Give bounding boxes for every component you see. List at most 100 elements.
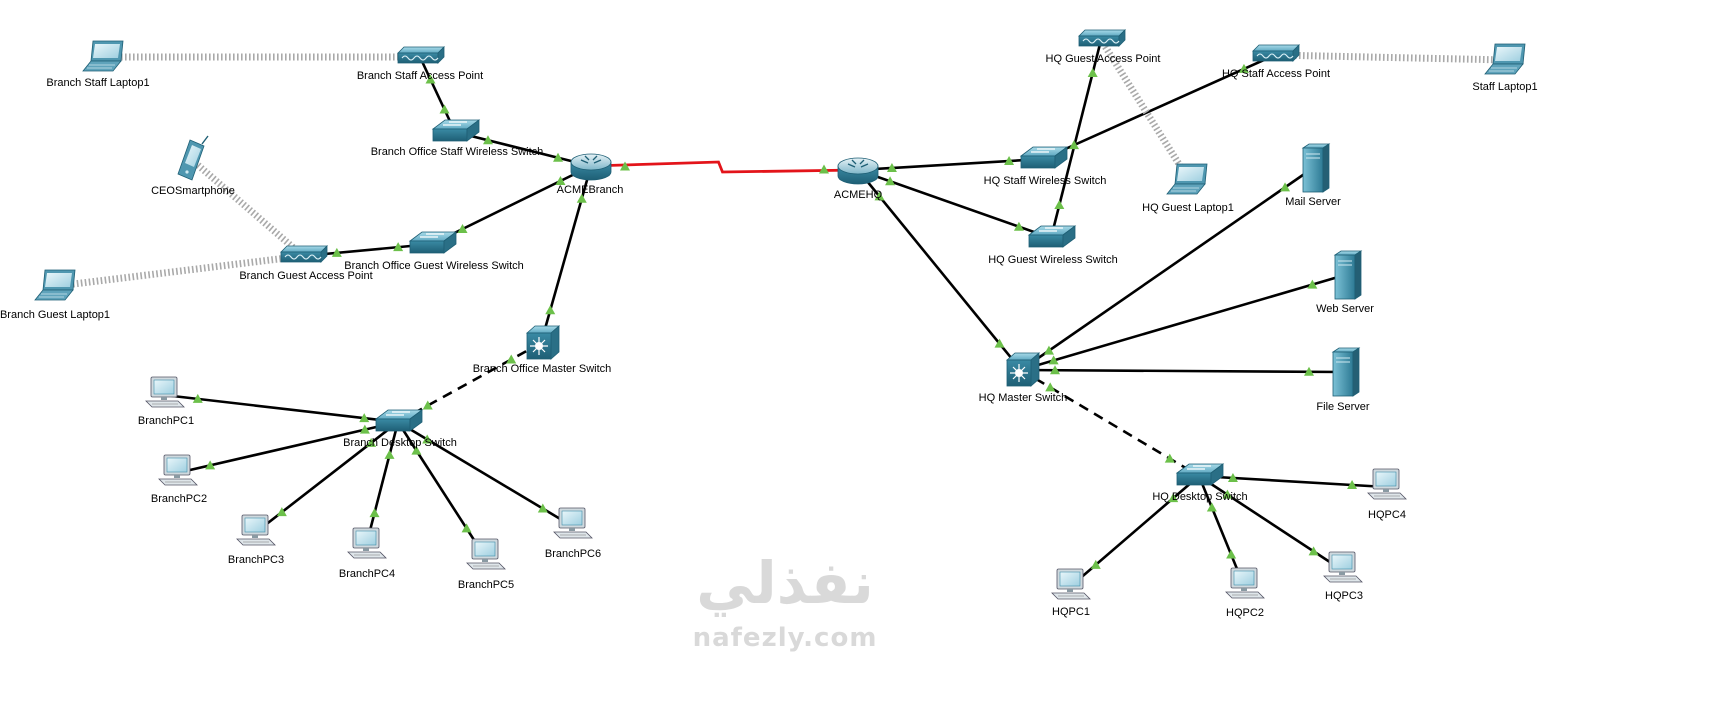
pc-icon[interactable] xyxy=(1367,468,1407,500)
link-branch-guest-wsw-to-acme-branch[interactable] xyxy=(431,164,592,246)
device-branch-guest-ap[interactable]: Branch Guest Access Point xyxy=(239,245,373,282)
laptop-icon[interactable] xyxy=(34,269,76,301)
device-file-server[interactable]: File Server xyxy=(1316,347,1370,413)
pc-icon[interactable] xyxy=(1225,567,1265,599)
link-hq-master-sw-to-mail-server-end-status-icon xyxy=(1280,182,1291,192)
device-hqpc1[interactable]: HQPC1 xyxy=(1051,568,1091,618)
access-point-icon[interactable] xyxy=(1252,44,1300,62)
link-hq-master-sw-to-file-server[interactable] xyxy=(1020,368,1344,374)
link-acme-branch-to-acme-hq-end-status-icon xyxy=(819,164,830,174)
device-branch-staff-ap[interactable]: Branch Staff Access Point xyxy=(357,46,483,82)
device-label: HQ Master Switch xyxy=(979,392,1068,404)
server-icon[interactable] xyxy=(1332,347,1360,397)
link-branch-guest-laptop1-to-branch-guest-ap[interactable] xyxy=(56,252,304,290)
link-hq-staff-ap-to-staff-laptop1[interactable] xyxy=(1274,51,1508,64)
pc-icon[interactable] xyxy=(466,538,506,570)
device-label: HQPC2 xyxy=(1226,607,1264,619)
link-hq-master-sw-to-web-server-start-status-icon xyxy=(1048,355,1059,365)
server-icon[interactable] xyxy=(1334,250,1362,300)
switch-icon[interactable] xyxy=(375,409,423,432)
pc-icon[interactable] xyxy=(347,527,387,559)
link-branch-staff-wsw-to-acme-branch[interactable] xyxy=(454,130,592,168)
device-label: HQ Desktop Switch xyxy=(1152,491,1247,503)
link-branch-desktop-sw-to-branchpc5[interactable] xyxy=(396,421,487,558)
device-acme-hq[interactable]: ACMEHQ xyxy=(834,157,883,201)
device-branchpc5[interactable]: BranchPC5 xyxy=(458,538,514,591)
switch-icon[interactable] xyxy=(1028,225,1076,248)
device-branchpc6[interactable]: BranchPC6 xyxy=(545,507,601,560)
switch-icon[interactable] xyxy=(1020,146,1068,169)
switch-icon[interactable] xyxy=(432,119,480,142)
device-branch-guest-wsw[interactable]: Branch Office Guest Wireless Switch xyxy=(344,231,524,272)
device-branchpc2[interactable]: BranchPC2 xyxy=(151,454,207,505)
pc-icon[interactable] xyxy=(553,507,593,539)
device-branch-desktop-sw[interactable]: Branch Desktop Switch xyxy=(343,409,457,449)
device-hq-guest-ap[interactable]: HQ Guest Access Point xyxy=(1046,29,1161,65)
pc-icon[interactable] xyxy=(1323,551,1363,583)
device-hqpc4[interactable]: HQPC4 xyxy=(1367,468,1407,521)
device-branch-guest-laptop1[interactable]: Branch Guest Laptop1 xyxy=(0,269,110,321)
link-acme-hq-to-hq-master-sw[interactable] xyxy=(856,169,1023,371)
device-hqpc3[interactable]: HQPC3 xyxy=(1323,551,1363,602)
router-icon[interactable] xyxy=(837,157,879,185)
link-branch-desktop-sw-to-branchpc1[interactable] xyxy=(163,393,399,424)
link-branch-master-sw-to-branch-desktop-sw[interactable] xyxy=(397,341,542,424)
link-branch-desktop-sw-to-branchpc3-start-status-icon xyxy=(366,437,377,447)
device-mail-server[interactable]: Mail Server xyxy=(1285,143,1341,208)
link-ceo-smartphone-to-branch-guest-ap[interactable] xyxy=(189,157,306,259)
link-branch-guest-wsw-to-acme-branch-start-status-icon xyxy=(457,224,468,234)
device-hq-staff-wsw[interactable]: HQ Staff Wireless Switch xyxy=(984,146,1107,187)
link-branch-master-sw-to-acme-branch-end-status-icon xyxy=(576,193,587,203)
switch-icon[interactable] xyxy=(409,231,457,254)
link-hq-master-sw-to-web-server[interactable] xyxy=(1020,273,1346,372)
device-ceo-smartphone[interactable]: CEOSmartphone xyxy=(151,135,235,197)
link-hq-desktop-sw-to-hqpc4[interactable] xyxy=(1198,474,1387,489)
device-hq-master-sw[interactable]: HQ Master Switch xyxy=(979,352,1068,404)
device-acme-branch[interactable]: ACMEBranch xyxy=(557,153,624,196)
device-staff-laptop1[interactable]: Staff Laptop1 xyxy=(1472,43,1538,93)
device-hq-staff-ap[interactable]: HQ Staff Access Point xyxy=(1222,44,1330,80)
link-branch-desktop-sw-to-branchpc2[interactable] xyxy=(176,420,399,475)
access-point-icon[interactable] xyxy=(1078,29,1126,47)
link-acme-hq-to-hq-staff-wsw[interactable] xyxy=(857,157,1044,172)
link-branch-desktop-sw-to-branchpc2-start-status-icon xyxy=(359,424,370,434)
device-branch-master-sw[interactable]: Branch Office Master Switch xyxy=(473,325,612,375)
link-hq-staff-wsw-to-hq-staff-ap[interactable] xyxy=(1042,53,1276,161)
device-branch-staff-wsw[interactable]: Branch Office Staff Wireless Switch xyxy=(371,119,544,158)
multilayer-switch-icon[interactable] xyxy=(1006,352,1040,387)
link-acme-branch-to-acme-hq-start-status-icon xyxy=(619,161,630,171)
link-branch-desktop-sw-to-branchpc1-start-status-icon xyxy=(359,413,370,423)
device-label: Branch Guest Access Point xyxy=(239,270,372,282)
access-point-icon[interactable] xyxy=(397,46,445,64)
laptop-icon[interactable] xyxy=(82,40,124,72)
device-branchpc1[interactable]: BranchPC1 xyxy=(138,376,194,427)
pc-icon[interactable] xyxy=(236,514,276,546)
device-branchpc3[interactable]: BranchPC3 xyxy=(228,514,284,566)
device-branch-staff-laptop1[interactable]: Branch Staff Laptop1 xyxy=(46,40,150,89)
link-branch-desktop-sw-to-branchpc2-end-status-icon xyxy=(205,460,216,470)
link-hq-desktop-sw-to-hqpc2-start-status-icon xyxy=(1206,502,1217,512)
link-branch-staff-wsw-to-acme-branch-start-status-icon xyxy=(482,135,493,145)
device-hq-desktop-sw[interactable]: HQ Desktop Switch xyxy=(1152,463,1248,503)
link-branch-desktop-sw-to-branchpc4[interactable] xyxy=(364,421,400,547)
link-branch-desktop-sw-to-branchpc4-end-status-icon xyxy=(369,508,380,518)
device-label: BranchPC1 xyxy=(138,415,194,427)
multilayer-switch-icon[interactable] xyxy=(526,325,560,360)
pc-icon[interactable] xyxy=(145,376,185,408)
device-hq-guest-wsw[interactable]: HQ Guest Wireless Switch xyxy=(988,225,1118,266)
link-branch-staff-ap-to-branch-staff-wsw[interactable] xyxy=(418,56,457,133)
link-acme-hq-to-hq-staff-wsw-end-status-icon xyxy=(1004,156,1015,166)
link-acme-branch-to-acme-hq[interactable] xyxy=(590,160,859,174)
link-hq-desktop-sw-to-hqpc3[interactable] xyxy=(1198,474,1343,572)
device-label: HQ Guest Laptop1 xyxy=(1142,202,1234,214)
device-hq-guest-laptop1[interactable]: HQ Guest Laptop1 xyxy=(1142,163,1234,214)
laptop-icon[interactable] xyxy=(1166,163,1208,195)
device-branchpc4[interactable]: BranchPC4 xyxy=(339,527,395,580)
device-hqpc2[interactable]: HQPC2 xyxy=(1225,567,1265,619)
access-point-icon[interactable] xyxy=(280,245,328,263)
device-web-server[interactable]: Web Server xyxy=(1316,250,1374,315)
link-hq-master-sw-to-mail-server[interactable] xyxy=(1020,166,1314,372)
device-label: HQ Guest Access Point xyxy=(1046,53,1161,65)
router-icon[interactable] xyxy=(570,153,612,181)
server-icon[interactable] xyxy=(1302,143,1330,193)
